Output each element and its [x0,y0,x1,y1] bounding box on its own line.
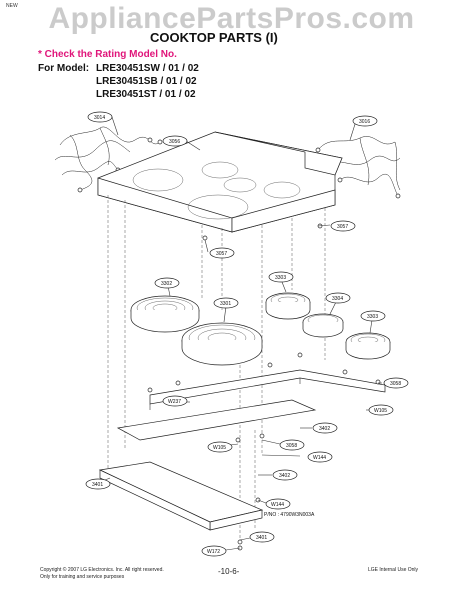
callout-w144: W144 [271,502,284,508]
model-number: LRE30451SB / 01 / 02 [96,76,197,87]
callout-3401: 3401 [92,482,103,488]
part-number-note: P/NO : 4790W3N003A [264,512,315,518]
callout-3303: 3303 [367,314,378,320]
support-bracket-3401 [98,461,264,531]
support-bracket-3402 [116,369,386,441]
callout-3057: 3057 [337,224,348,230]
callout-3301: 3301 [220,301,231,307]
callout-3057: 3057 [216,251,227,257]
watermark: AppliancePartsPros.com [48,2,415,35]
radiant-element-3303-top [265,292,311,320]
callout-3304: 3304 [332,296,343,302]
callout-3014: 3014 [94,115,105,121]
model-number: LRE30451SW / 01 / 02 [96,63,199,74]
callout-3056: 3056 [169,139,180,145]
callout-w237: W237 [168,399,181,405]
callout-3402: 3402 [319,426,330,432]
cooktop-glass [97,131,343,233]
callout-labels: 3014 3016 3056 3057 3057 3302 3303 3301 … [85,111,409,557]
callout-3401: 3401 [256,535,267,541]
callout-3302: 3302 [161,281,172,287]
footer-copyright: Copyright © 2007 LG Electronics. Inc. Al… [40,567,164,581]
model-label: For Model: [38,63,90,74]
callout-3303: 3303 [275,275,286,281]
leader-lines [99,116,382,551]
callout-3402: 3402 [279,473,290,479]
radiant-element-3304 [302,313,344,338]
model-number: LRE30451ST / 01 / 02 [96,89,196,100]
corner-mark: NEW [6,3,18,9]
callout-w144: W144 [313,455,326,461]
rating-note: * Check the Rating Model No. [38,49,177,60]
page-number: -10-6- [218,567,240,576]
callout-3058: 3058 [390,381,401,387]
callout-3016: 3016 [359,119,370,125]
radiant-element-3303-bottom [345,332,391,360]
radiant-element-3301 [181,322,263,366]
callout-3058: 3058 [286,443,297,449]
radiant-element-3302 [130,295,200,333]
callout-w105: W105 [374,408,387,414]
training-text: Only for training and service purposes [40,574,125,580]
callout-w105: W105 [213,445,226,451]
page-title: COOKTOP PARTS (I) [150,30,278,45]
internal-use-note: LGE Internal Use Only [368,567,419,573]
callout-w172: W172 [207,549,220,555]
copyright-text: Copyright © 2007 LG Electronics. Inc. Al… [40,567,164,573]
